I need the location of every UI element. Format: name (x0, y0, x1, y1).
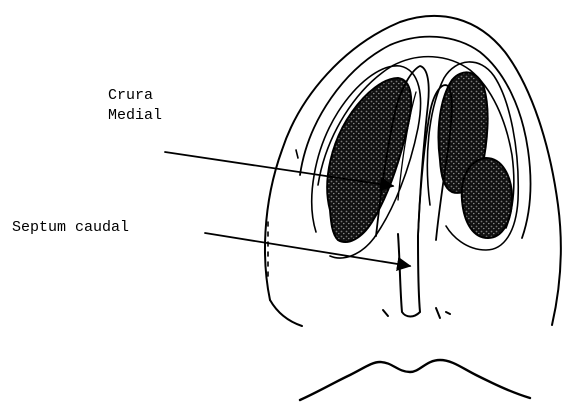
base-detail-left (383, 310, 388, 316)
septum-caudal-label: Septum caudal (12, 218, 129, 238)
ala-left-contour (270, 300, 302, 326)
crura-label-line2: Medial (108, 107, 162, 124)
upper-lip-curve (300, 360, 530, 400)
nose-outer-contour (265, 16, 561, 325)
left-nostril (327, 78, 411, 242)
right-nostril-lower (462, 158, 512, 238)
crura-medial-label: Crura Medial (108, 86, 162, 126)
upper-left-tick (296, 150, 298, 158)
septum-caudal-strut (398, 234, 420, 317)
crura-label-line1: Crura (108, 87, 153, 104)
base-detail-right (436, 308, 450, 318)
septum-caudal-arrow (205, 233, 410, 266)
